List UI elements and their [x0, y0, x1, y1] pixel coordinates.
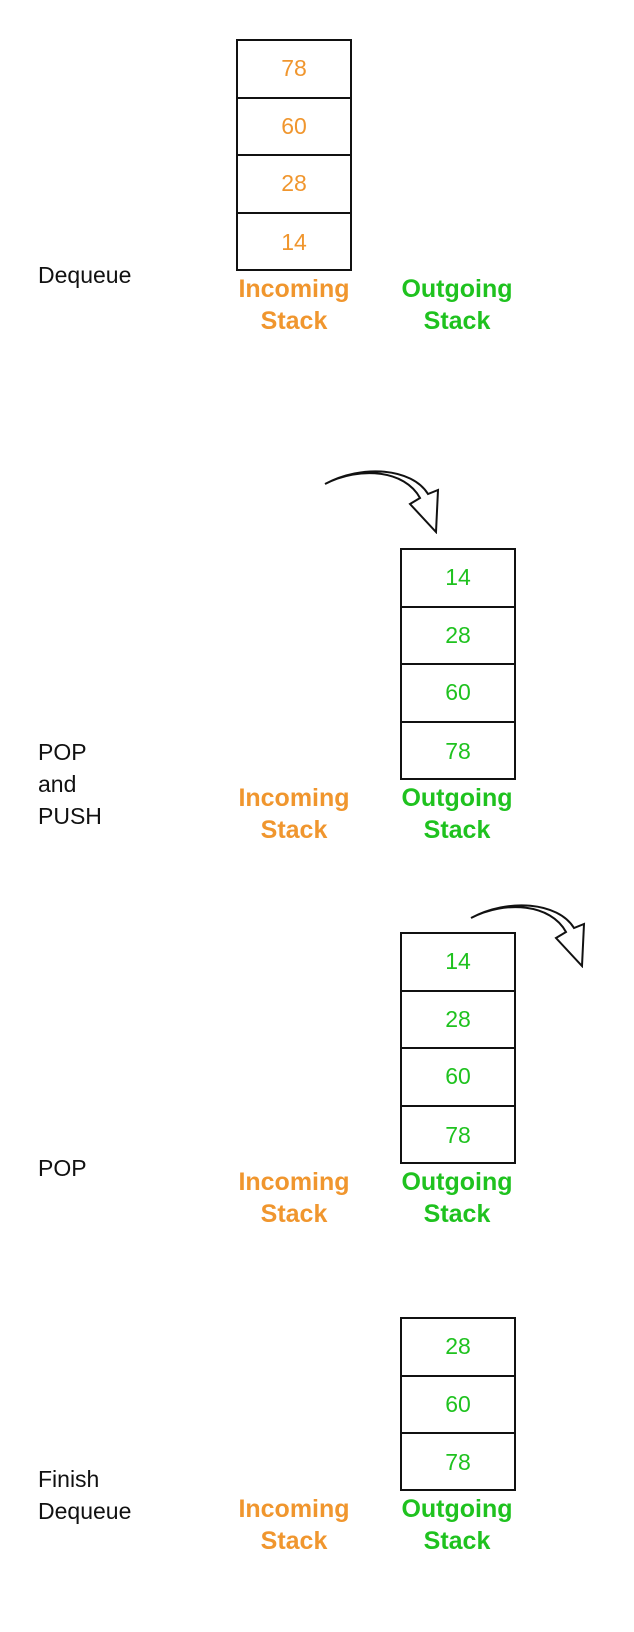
stack-cell: 14	[402, 934, 514, 992]
outgoing-label-line2: Stack	[423, 307, 491, 335]
outgoing-stack-label: Outgoing Stack	[387, 1493, 527, 1557]
outgoing-label-line1: Outgoing	[401, 1495, 513, 1523]
outgoing-label-line1: Outgoing	[401, 1168, 513, 1196]
stack-cell: 28	[402, 608, 514, 665]
stack-cell: 28	[402, 1319, 514, 1377]
stack-cell: 14	[281, 228, 307, 255]
step-label-line: PUSH	[38, 803, 102, 829]
outgoing-label-line2: Stack	[423, 1527, 491, 1555]
stack-cell: 60	[402, 665, 514, 723]
stack-cell: 60	[402, 1049, 514, 1107]
incoming-label-line2: Stack	[260, 816, 328, 844]
outgoing-stack-label: Outgoing Stack	[387, 273, 527, 337]
incoming-label-line2: Stack	[260, 1200, 328, 1228]
step-label: Finish Dequeue	[38, 1463, 131, 1527]
step-label: Dequeue	[38, 262, 132, 288]
stack-cell: 78	[445, 1121, 471, 1148]
stack-cell: 78	[238, 41, 350, 99]
step-label: POP	[38, 1155, 87, 1181]
outgoing-stack-label: Outgoing Stack	[387, 782, 527, 846]
stack-cell: 28	[402, 992, 514, 1049]
outgoing-stack: 28 60 78	[400, 1317, 516, 1491]
incoming-label-line1: Incoming	[238, 275, 350, 303]
outgoing-stack: 14 28 60 78	[400, 548, 516, 780]
incoming-stack-label: Incoming Stack	[224, 1166, 364, 1230]
incoming-label-line1: Incoming	[238, 1168, 350, 1196]
curved-arrow-icon	[324, 470, 440, 534]
stack-cell: 28	[238, 156, 350, 214]
incoming-label-line1: Incoming	[238, 1495, 350, 1523]
stack-cell: 60	[402, 1377, 514, 1434]
step-label: POP and PUSH	[38, 736, 102, 832]
stack-cell: 78	[445, 1449, 471, 1476]
outgoing-stack-label: Outgoing Stack	[387, 1166, 527, 1230]
incoming-stack-label: Incoming Stack	[224, 1493, 364, 1557]
incoming-stack-label: Incoming Stack	[224, 273, 364, 337]
step-label-line: Dequeue	[38, 1498, 132, 1524]
outgoing-label-line1: Outgoing	[401, 275, 513, 303]
stack-cell: 78	[445, 737, 471, 764]
incoming-label-line1: Incoming	[238, 784, 350, 812]
outgoing-label-line2: Stack	[423, 816, 491, 844]
outgoing-label-line1: Outgoing	[401, 784, 513, 812]
outgoing-label-line2: Stack	[423, 1200, 491, 1228]
incoming-stack: 78 60 28 14	[236, 39, 352, 271]
stack-cell: 14	[402, 550, 514, 608]
stack-cell: 60	[238, 99, 350, 156]
step-label-line: POP	[38, 739, 87, 765]
incoming-label-line2: Stack	[260, 307, 328, 335]
incoming-stack-label: Incoming Stack	[224, 782, 364, 846]
step-label-line: and	[38, 771, 77, 797]
step-label-line: Finish	[38, 1466, 100, 1492]
curved-arrow-icon	[470, 904, 586, 968]
outgoing-stack: 14 28 60 78	[400, 932, 516, 1164]
incoming-label-line2: Stack	[260, 1527, 328, 1555]
